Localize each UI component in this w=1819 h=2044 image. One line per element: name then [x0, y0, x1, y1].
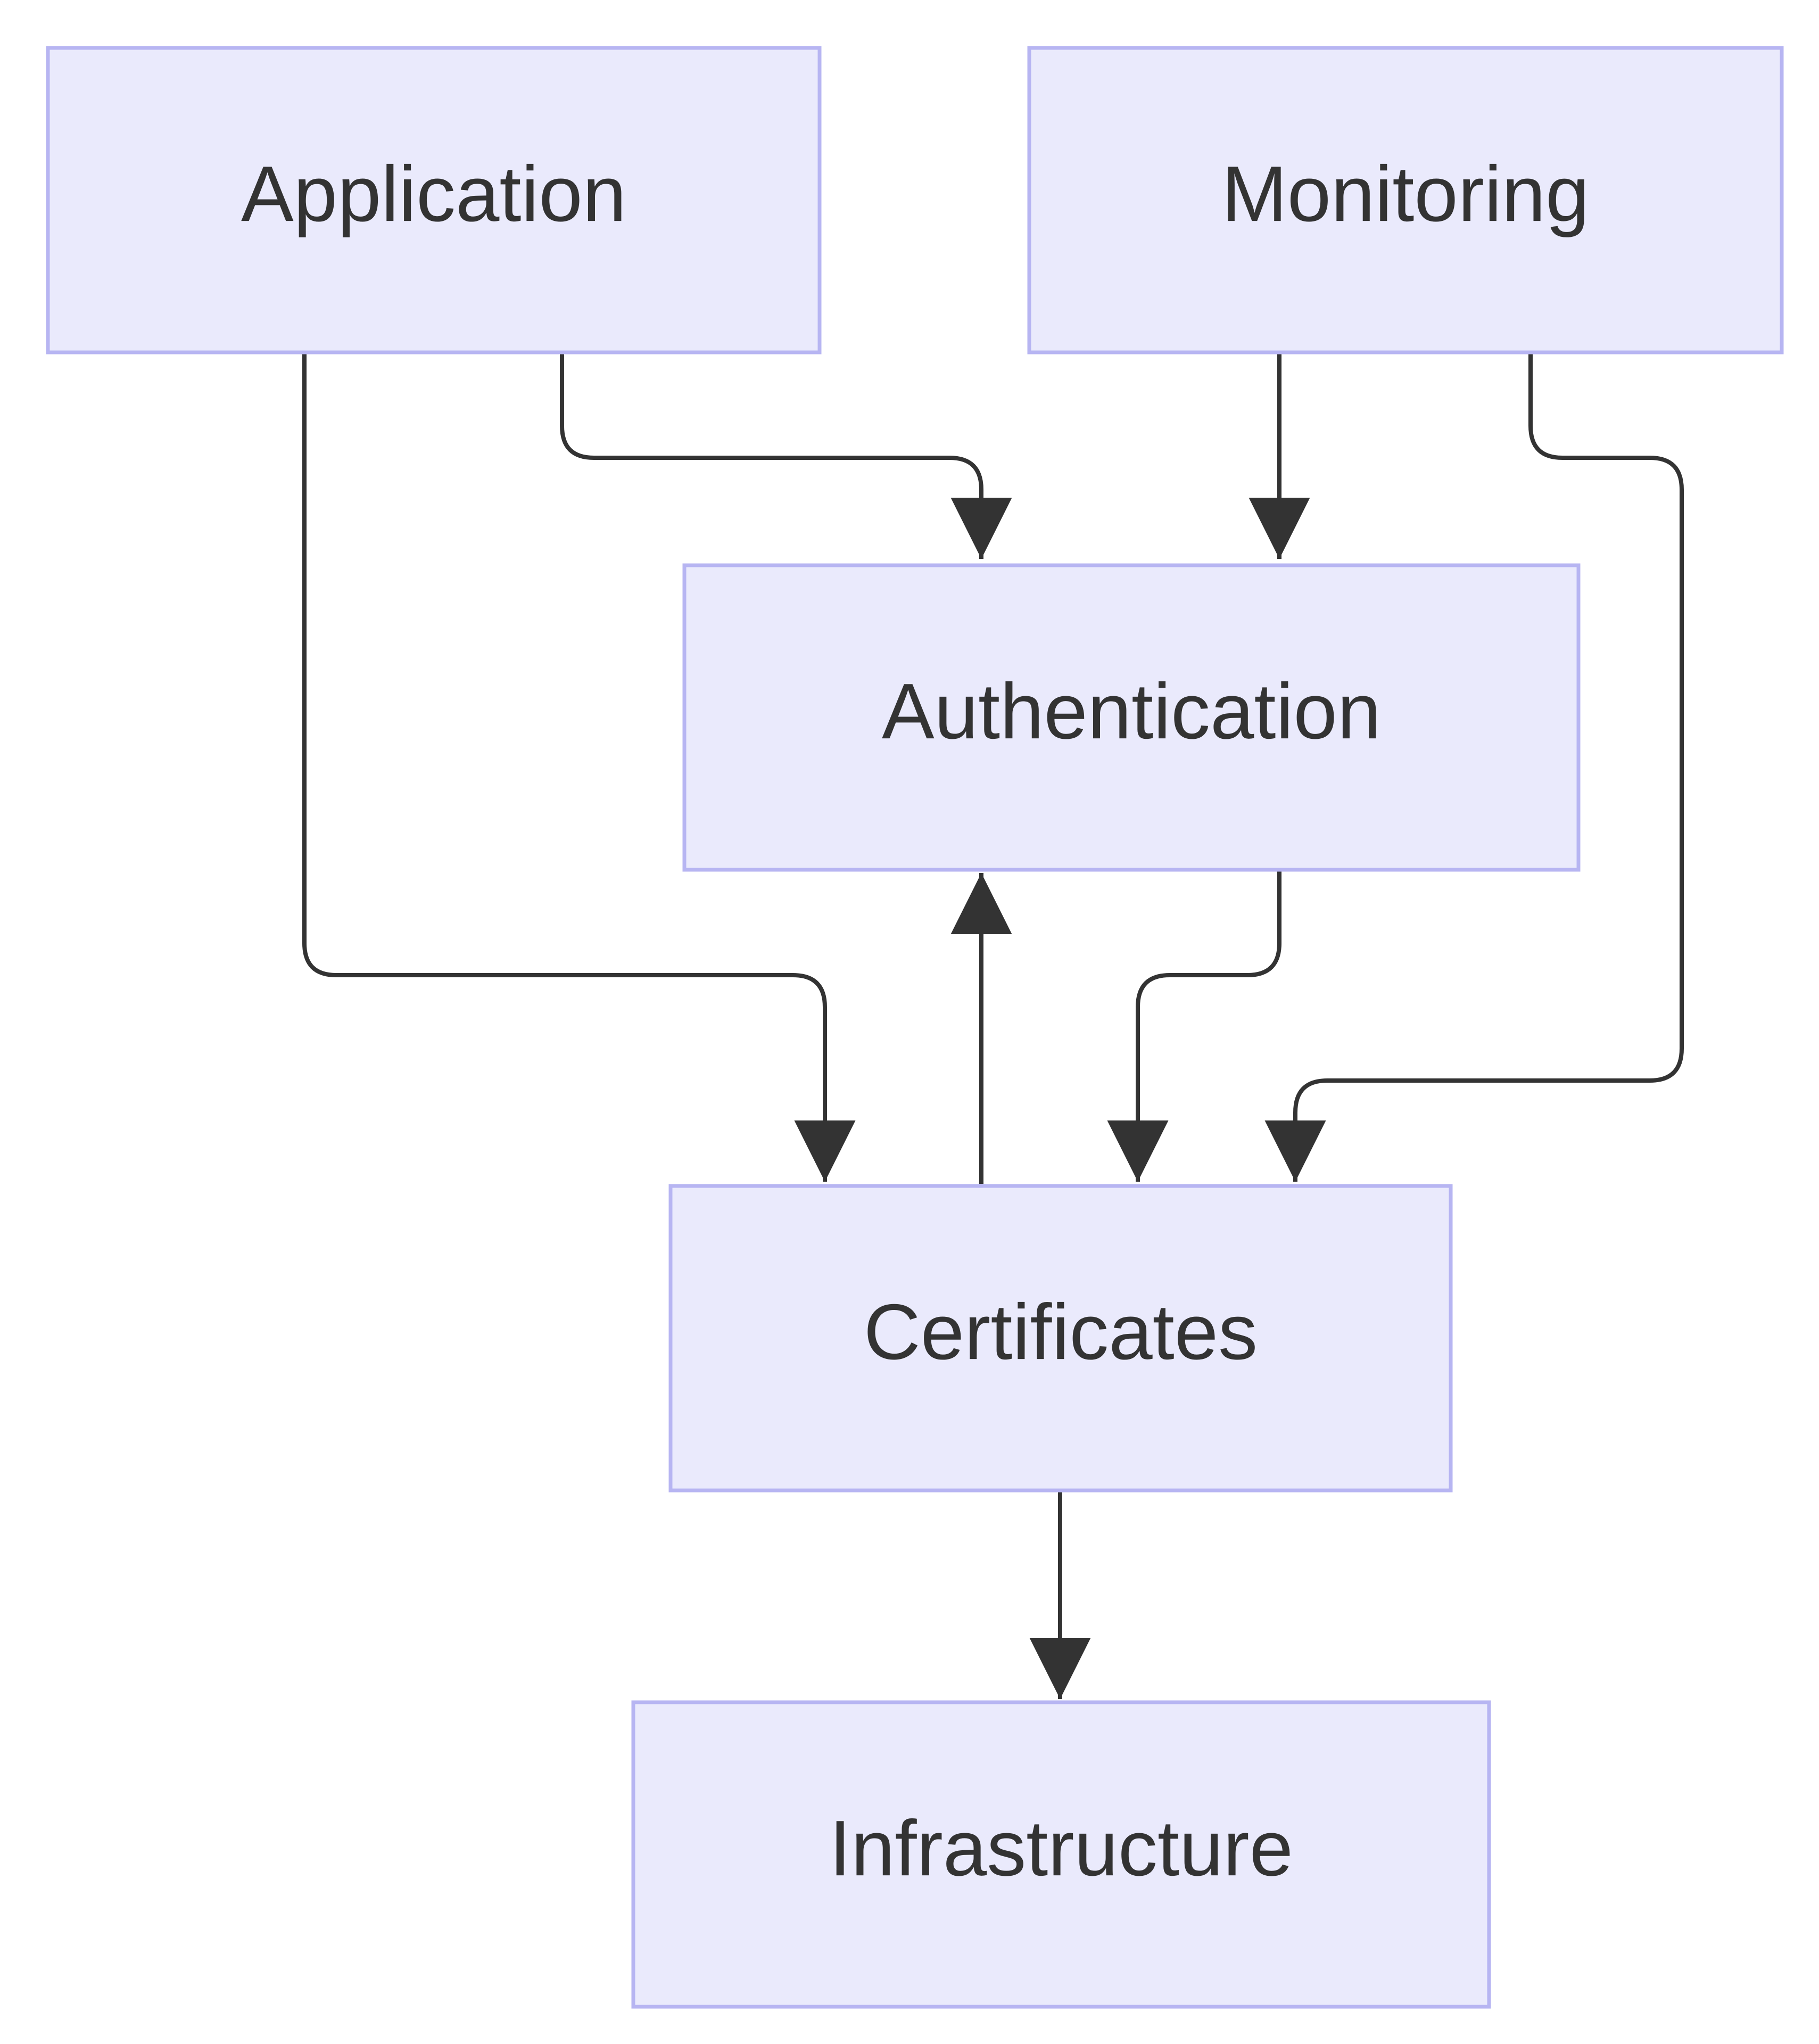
edge-application-to-authentication — [560, 352, 1012, 559]
node-application: Application — [46, 46, 822, 355]
edges — [302, 352, 1684, 1699]
edge-application-to-certificates — [302, 352, 856, 1182]
node-certificates: Certificates — [668, 1184, 1453, 1493]
node-monitoring-box — [1027, 46, 1784, 355]
node-application-label: Application — [241, 150, 626, 238]
node-monitoring-label: Monitoring — [1221, 150, 1589, 238]
node-application-box — [46, 46, 822, 355]
node-infrastructure-box — [631, 1700, 1491, 2009]
node-infrastructure-label: Infrastructure — [829, 1804, 1293, 1892]
node-infrastructure: Infrastructure — [631, 1700, 1491, 2009]
edge-monitoring-to-certificates — [1264, 352, 1684, 1182]
node-certificates-label: Certificates — [864, 1288, 1258, 1376]
edge-authentication-to-certificates — [1107, 870, 1281, 1182]
node-authentication-box — [682, 563, 1581, 872]
node-authentication-label: Authentication — [882, 667, 1381, 755]
node-certificates-box — [668, 1184, 1453, 1493]
node-monitoring: Monitoring — [1027, 46, 1784, 355]
node-authentication: Authentication — [682, 563, 1581, 872]
